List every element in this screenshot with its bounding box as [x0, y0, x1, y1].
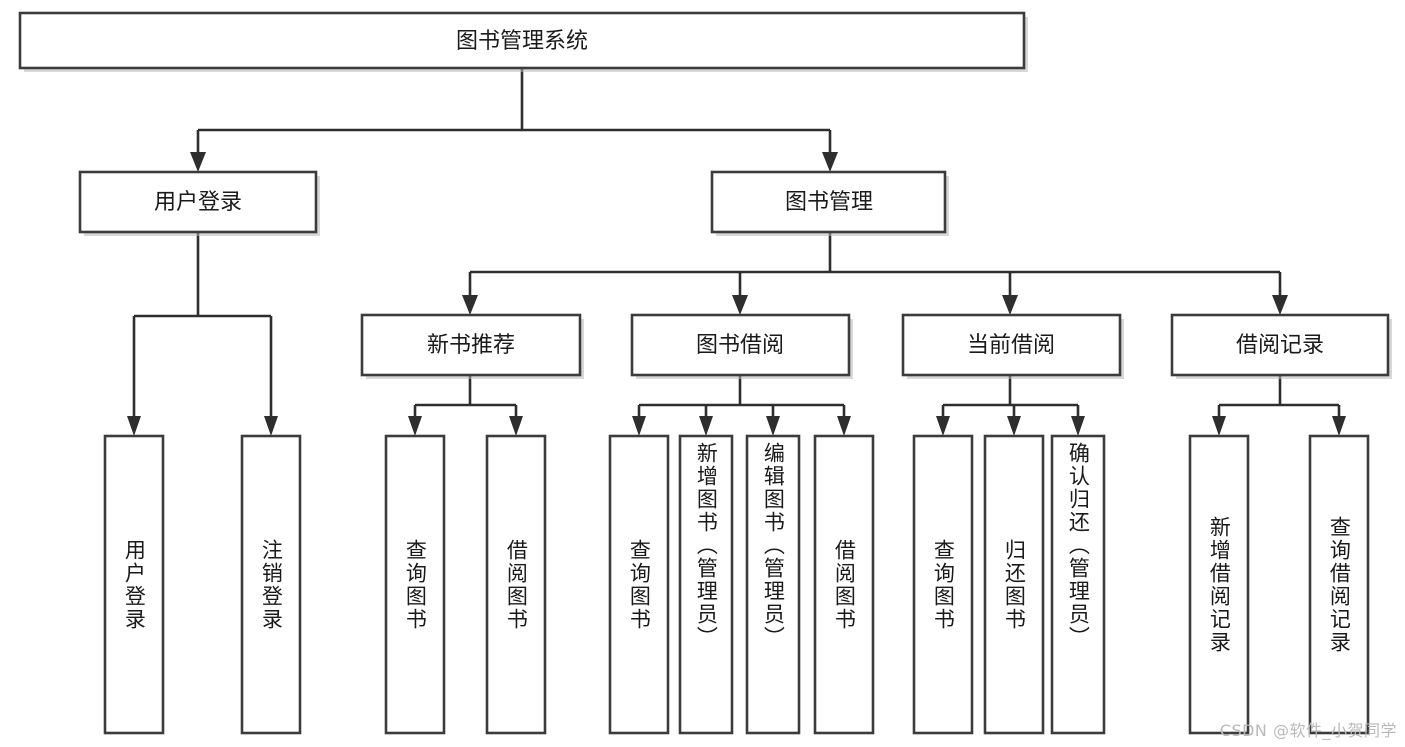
node-new-book-rec-box[interactable]: [360, 313, 582, 377]
connector-layer: [127, 68, 1346, 436]
leaf-add-book-box[interactable]: [678, 434, 734, 735]
arrow-head-leaf-borrow-book-2: [837, 416, 851, 436]
arrow-head-book-manage: [822, 152, 838, 172]
arrow-head-leaf-add-book: [699, 416, 713, 436]
leaf-borrow-book-1-box[interactable]: [485, 434, 547, 735]
node-new-book-rec-label: 新书推荐: [427, 333, 515, 358]
leaf-node-layer: [103, 434, 1370, 735]
node-user-login[interactable]: 用户登录: [78, 170, 320, 236]
edge-borrowrecord-to-leaves: [1217, 375, 1341, 427]
arrow-head-leaf-query-book-2: [632, 416, 646, 436]
arrow-head-leaf-query-record: [1332, 416, 1346, 436]
arrow-head-leaf-query-book-3: [936, 416, 950, 436]
arrow-head-leaf-return-book: [1007, 416, 1021, 436]
arrow-head-leaf-logout: [264, 416, 278, 436]
node-book-manage-label: 图书管理: [785, 190, 873, 215]
node-root[interactable]: 图书管理系统: [18, 11, 1028, 72]
node-current-borrow-box[interactable]: [901, 313, 1122, 377]
arrow-head-leaf-query-book-1: [408, 416, 422, 436]
arrow-head-leaf-add-record: [1212, 416, 1226, 436]
leaf-query-book-1-box[interactable]: [384, 434, 446, 735]
node-borrow-record-box[interactable]: [1170, 313, 1390, 377]
arrow-head-leaf-user-login: [127, 416, 141, 436]
arrow-head-leaf-borrow-book-1: [509, 416, 523, 436]
leaf-query-book-2-box[interactable]: [608, 434, 670, 735]
node-book-manage-box[interactable]: [710, 170, 947, 234]
leaf-query-book-3-box[interactable]: [912, 434, 974, 735]
node-book-borrow[interactable]: 图书借阅: [630, 313, 853, 379]
edge-newbookrec-to-leaves: [413, 375, 518, 427]
node-root-label: 图书管理系统: [456, 29, 588, 54]
node-current-borrow[interactable]: 当前借阅: [901, 313, 1124, 379]
edge-root-to-level2: [196, 68, 832, 163]
edge-bookmanage-to-level3: [468, 232, 1282, 306]
leaf-user-login-box[interactable]: [103, 434, 165, 735]
node-book-borrow-label: 图书借阅: [696, 333, 784, 358]
arrow-head-user-login: [190, 152, 206, 172]
edge-userlogin-to-leaves: [132, 232, 273, 427]
node-user-login-box[interactable]: [78, 170, 318, 234]
leaf-edit-book-box[interactable]: [745, 434, 801, 735]
csdn-watermark: CSDN @软件_小贺同学: [1219, 721, 1397, 740]
leaf-add-record-box[interactable]: [1188, 434, 1250, 735]
leaf-logout-box[interactable]: [240, 434, 302, 735]
node-new-book-rec[interactable]: 新书推荐: [360, 313, 584, 379]
node-current-borrow-label: 当前借阅: [967, 333, 1055, 358]
node-root-box[interactable]: [18, 11, 1026, 70]
node-book-borrow-box[interactable]: [630, 313, 851, 377]
arrow-head-current-borrow: [1002, 295, 1018, 315]
node-borrow-record-label: 借阅记录: [1236, 333, 1324, 358]
node-borrow-record[interactable]: 借阅记录: [1170, 313, 1392, 379]
leaf-confirm-return-box[interactable]: [1050, 434, 1106, 735]
arrow-head-new-book-rec: [462, 295, 478, 315]
leaf-return-book-box[interactable]: [983, 434, 1045, 735]
arrow-head-leaf-edit-book: [766, 416, 780, 436]
arrow-head-borrow-record: [1272, 295, 1288, 315]
leaf-query-record-box[interactable]: [1308, 434, 1370, 735]
node-user-login-label: 用户登录: [154, 190, 242, 215]
arrow-head-book-borrow: [732, 295, 748, 315]
leaf-borrow-book-2-box[interactable]: [813, 434, 875, 735]
edge-bookborrow-to-leaves: [637, 375, 846, 427]
node-book-manage[interactable]: 图书管理: [710, 170, 949, 236]
arrow-head-leaf-confirm-return: [1071, 416, 1085, 436]
